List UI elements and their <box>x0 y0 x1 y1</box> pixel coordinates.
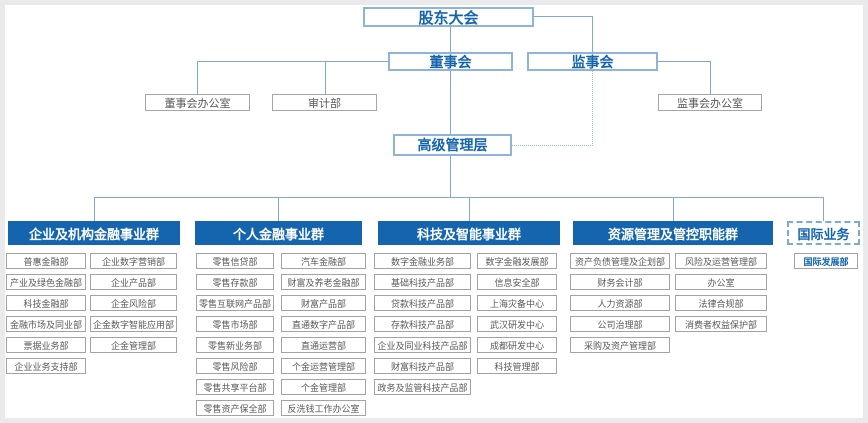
dept-box: 反洗钱工作办公室 <box>281 400 366 416</box>
dept-box: 企业数字营销部 <box>90 253 177 269</box>
dept-box: 风险及运营管理部 <box>675 253 767 269</box>
dept-box: 零售新业务部 <box>196 337 274 353</box>
dept-box: 数字金融发展部 <box>477 253 557 269</box>
dept-box: 成都研发中心 <box>477 337 557 353</box>
dept-box: 企业业务支持部 <box>6 358 86 374</box>
dept-box: 零售信贷部 <box>196 253 274 269</box>
dept-box: 政务及监管科技产品部 <box>374 379 471 395</box>
connector-line <box>94 197 95 221</box>
connector-line <box>278 197 279 221</box>
connector-line <box>710 61 711 94</box>
dept-box: 直通数字产品部 <box>281 316 366 332</box>
dept-box: 国际发展部 <box>794 253 858 269</box>
dept-box: 财富及养老金融部 <box>281 274 366 290</box>
connector-line <box>450 25 451 52</box>
dept-box: 直通运营部 <box>281 337 366 353</box>
bottom-divider <box>5 419 570 421</box>
node-senior-management: 高级管理层 <box>393 134 512 156</box>
dept-box: 科技金融部 <box>6 295 86 311</box>
dept-box: 财务会计部 <box>570 274 670 290</box>
connector-line <box>450 71 451 134</box>
dept-box: 企业产品部 <box>90 274 177 290</box>
dept-box: 零售风险部 <box>196 358 274 374</box>
connector-line <box>658 61 710 62</box>
dept-box: 贷款科技产品部 <box>374 295 471 311</box>
dept-box: 个金管理部 <box>281 379 366 395</box>
dept-box: 武汉研发中心 <box>477 316 557 332</box>
dept-box: 个金运营管理部 <box>281 358 366 374</box>
node-supervisory-board: 监事会 <box>527 52 658 71</box>
dept-box: 企金数字智能应用部 <box>90 316 177 332</box>
dept-box: 数字金融业务部 <box>374 253 471 269</box>
connector-line <box>450 156 451 197</box>
connector-line <box>197 61 388 62</box>
dept-box: 财富产品部 <box>281 295 366 311</box>
dept-box: 财富科技产品部 <box>374 358 471 374</box>
dept-box: 信息安全部 <box>477 274 557 290</box>
dept-box: 科技管理部 <box>477 358 557 374</box>
node-supervisory-office: 监事会办公室 <box>658 94 762 111</box>
node-shareholders-meeting: 股东大会 <box>363 7 534 27</box>
dept-box: 办公室 <box>675 274 767 290</box>
dept-box: 票据业务部 <box>6 337 86 353</box>
dept-box: 企金风险部 <box>90 295 177 311</box>
dept-box: 企业及同业科技产品部 <box>374 337 471 353</box>
connector-line-dotted <box>592 71 593 146</box>
dept-box: 存款科技产品部 <box>374 316 471 332</box>
group-header-3: 科技及智能事业群 <box>378 221 560 245</box>
dept-box: 汽车金融部 <box>281 253 366 269</box>
dept-box: 企金管理部 <box>90 337 177 353</box>
dept-box: 采购及资产管理部 <box>570 337 670 353</box>
dept-box: 人力资源部 <box>570 295 670 311</box>
dept-box: 零售共享平台部 <box>196 379 274 395</box>
dept-box: 消费者权益保护部 <box>675 316 767 332</box>
connector-line-dotted <box>512 145 593 146</box>
connector-line <box>94 197 823 198</box>
connector-line <box>673 197 674 221</box>
connector-line <box>592 16 593 52</box>
dept-box: 公司治理部 <box>570 316 670 332</box>
dept-box: 普惠金融部 <box>6 253 86 269</box>
dept-box: 零售存款部 <box>196 274 274 290</box>
group-header-2: 个人金融事业群 <box>195 221 362 245</box>
dept-box: 零售资产保全部 <box>196 400 274 416</box>
connector-line <box>197 61 198 94</box>
connector-line <box>325 61 326 94</box>
dept-box: 零售互联网产品部 <box>196 295 274 311</box>
dept-box: 上海灾备中心 <box>477 295 557 311</box>
dept-box: 零售市场部 <box>196 316 274 332</box>
dept-box: 资产负债管理及企划部 <box>570 253 670 269</box>
node-board-office: 董事会办公室 <box>145 94 250 111</box>
dept-box: 金融市场及同业部 <box>6 316 86 332</box>
group-header-5: 国际业务 <box>787 221 860 245</box>
dept-box: 产业及绿色金融部 <box>6 274 86 290</box>
group-header-4: 资源管理及管控职能群 <box>573 221 773 245</box>
node-board-of-directors: 董事会 <box>388 52 513 71</box>
connector-line <box>823 197 824 221</box>
connector-line <box>534 16 593 17</box>
group-header-1: 企业及机构金融事业群 <box>8 221 180 245</box>
connector-line <box>469 197 470 221</box>
dept-box: 基础科技产品部 <box>374 274 471 290</box>
node-audit-dept: 审计部 <box>272 94 377 111</box>
dept-box: 法律合规部 <box>675 295 767 311</box>
